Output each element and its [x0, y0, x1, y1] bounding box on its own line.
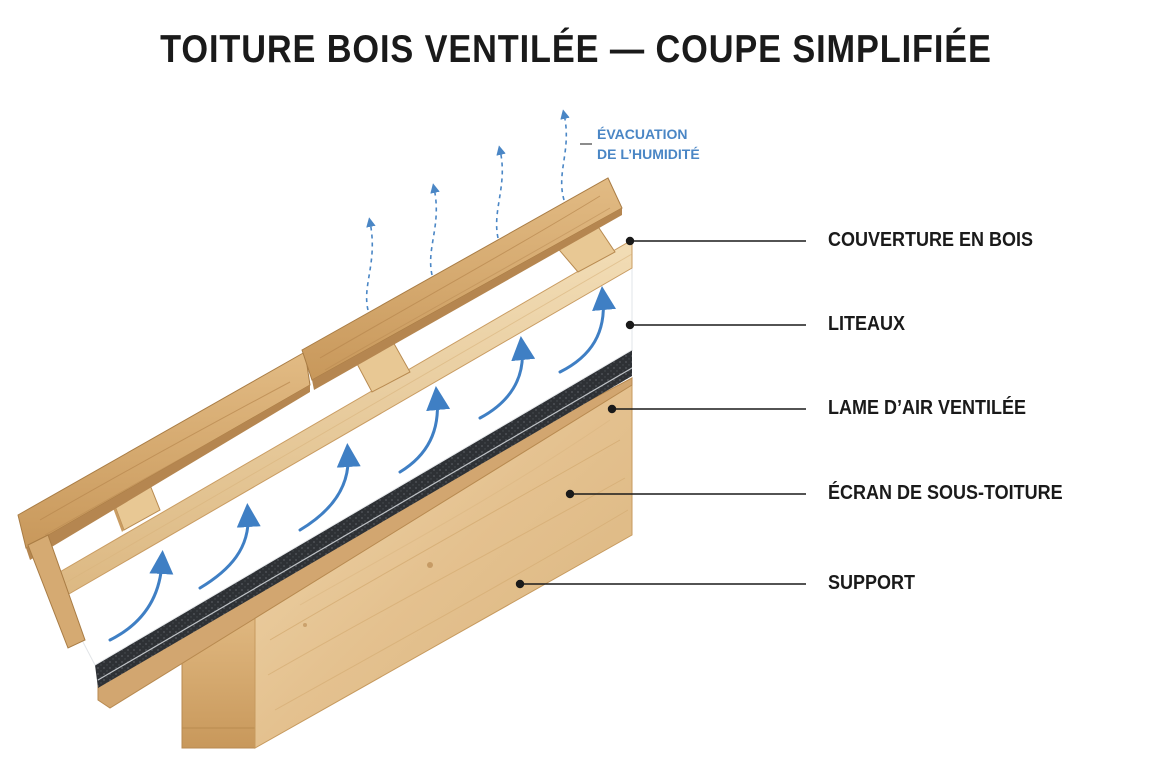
page-title: TOITURE BOIS VENTILÉE — COUPE SIMPLIFIÉE	[160, 28, 992, 71]
humidity-arrow-icon	[495, 145, 506, 239]
label-ecran: ÉCRAN DE SOUS-TOITURE	[828, 482, 1063, 504]
air-arrow-icon	[108, 550, 174, 642]
air-arrow-icon	[478, 336, 536, 420]
leader-lines	[515, 236, 806, 589]
air-arrow-icon	[558, 286, 617, 374]
humidity-arrow-icon	[560, 109, 570, 201]
air-arrow-icon	[198, 503, 261, 590]
air-arrow-icon	[298, 443, 361, 532]
air-arrow-icon	[398, 386, 451, 474]
wood-covering	[17, 177, 623, 649]
humidity-note-line1: ÉVACUATION	[597, 126, 688, 142]
humidity-arrow-icon	[365, 217, 376, 311]
humidity-note-line2: DE L’HUMIDITÉ	[597, 146, 700, 162]
label-lame-air: LAME D’AIR VENTILÉE	[828, 397, 1027, 419]
label-couverture: COUVERTURE EN BOIS	[828, 229, 1034, 251]
label-liteaux: LITEAUX	[828, 313, 906, 335]
airflow-arrows	[108, 286, 617, 642]
humidity-arrows	[365, 109, 570, 311]
support-block	[254, 377, 633, 749]
humidity-arrow-icon	[429, 183, 440, 276]
label-support: SUPPORT	[828, 572, 916, 594]
